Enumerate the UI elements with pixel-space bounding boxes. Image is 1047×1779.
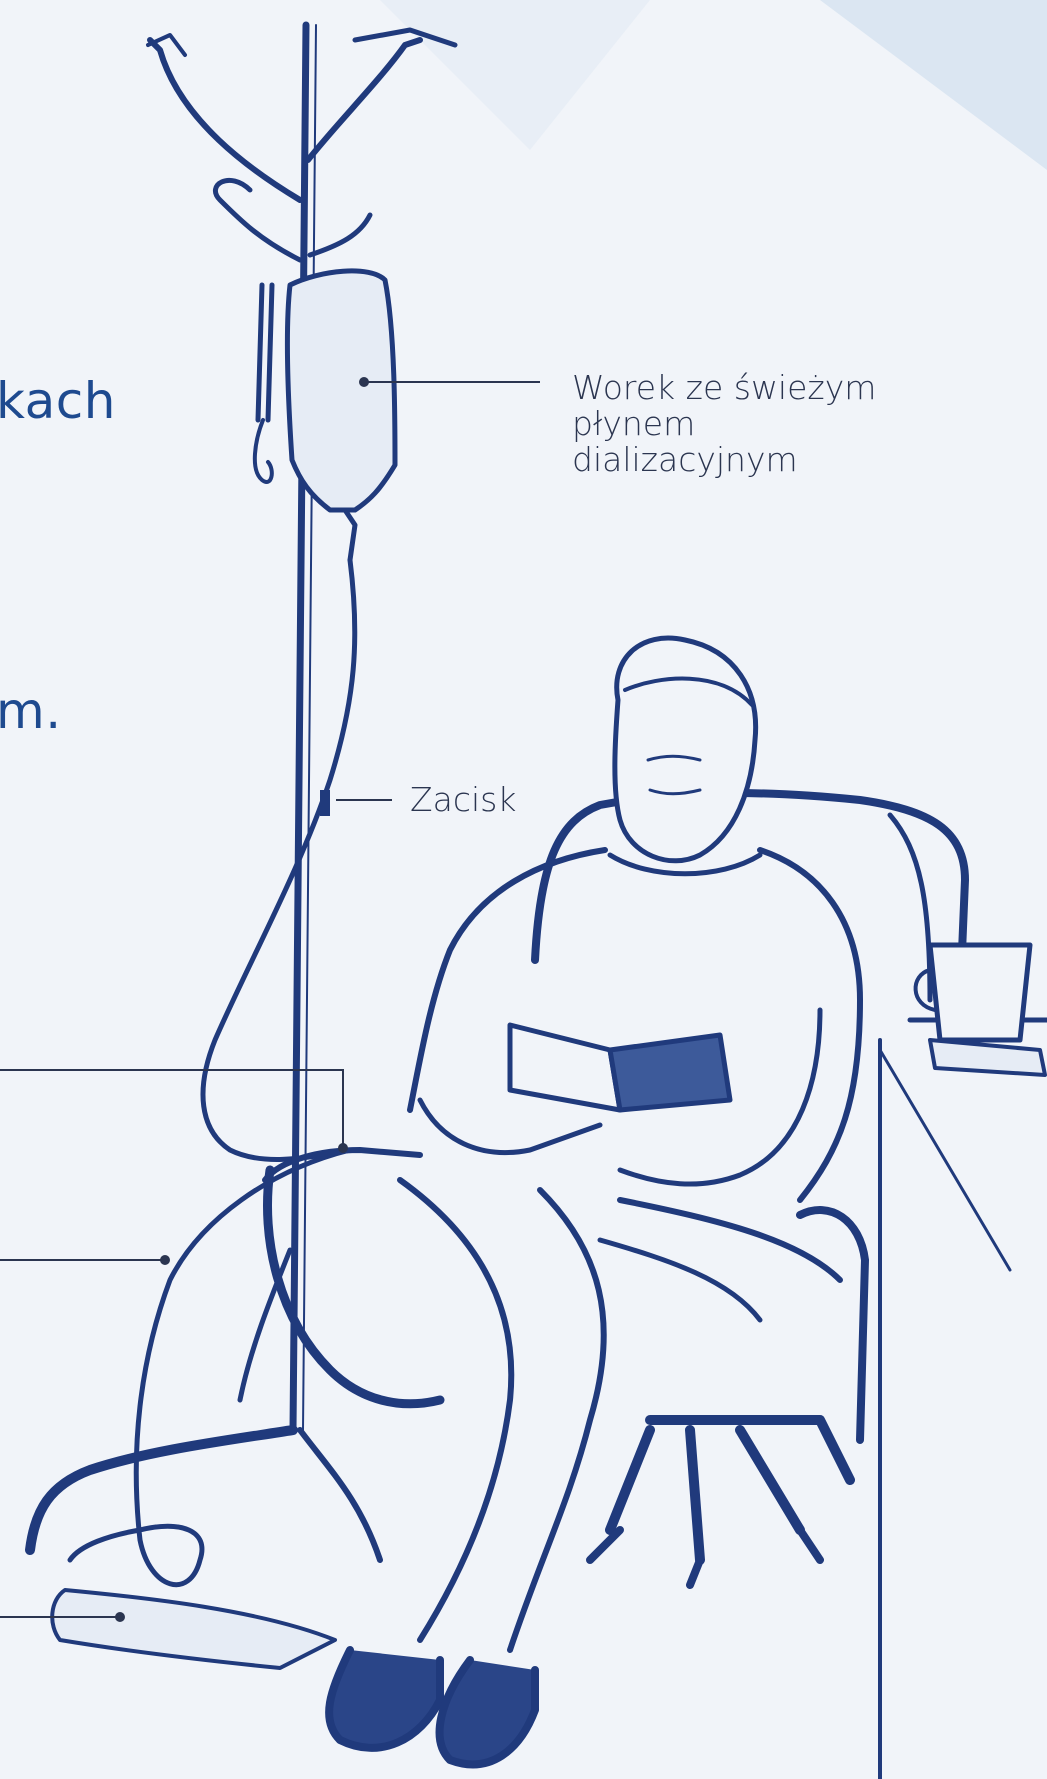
corner-decoration-light (380, 0, 650, 150)
connector-leader-line (0, 1070, 343, 1148)
drain-bag (52, 1590, 335, 1668)
bag-leader-dot (360, 378, 368, 386)
side-table (880, 945, 1047, 1779)
connector-leader-dot (339, 1144, 347, 1152)
drain-bag-leader-dot (116, 1613, 124, 1621)
tube-leader-dot (161, 1256, 169, 1264)
corner-decoration (820, 0, 1047, 170)
iv-stand (30, 25, 455, 1560)
clamp (320, 790, 330, 816)
armchair (265, 793, 965, 1585)
tube-lower (70, 1150, 350, 1585)
bag-label: Worek ze świeżym płynem dializacyjnym (572, 370, 876, 478)
bag-label-line-1: Worek ze świeżym (572, 370, 876, 406)
cropped-text-line-2: m. (0, 682, 62, 740)
bag-label-line-3: dializacyjnym (572, 442, 876, 478)
cropped-text-line-1: kach (0, 372, 116, 430)
bag-label-line-2: płynem (572, 406, 876, 442)
clamp-label: Zacisk (410, 782, 516, 818)
